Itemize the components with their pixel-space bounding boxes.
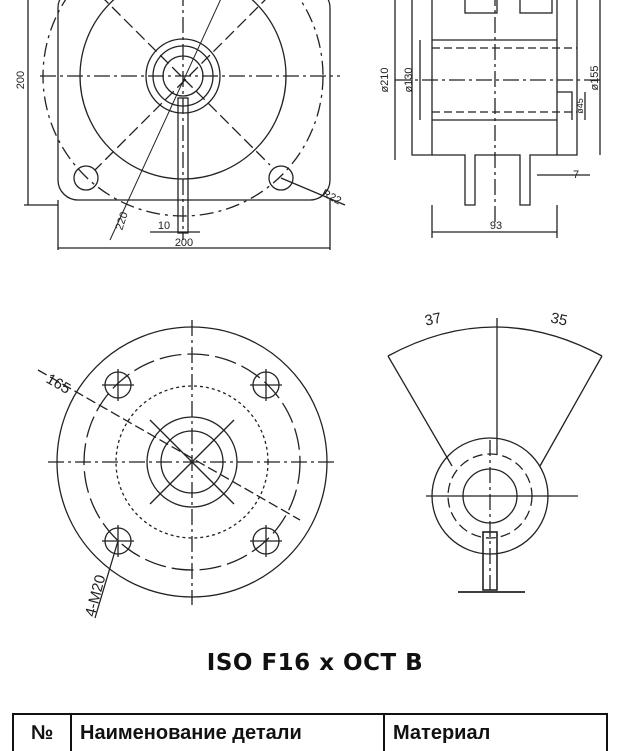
header-part-name: Наименование детали <box>70 713 385 751</box>
dim-side-length: 93 <box>490 220 502 232</box>
technical-drawing: 200 200 220 10 R22 ø210 ø130 ø155 ø45 7 … <box>15 0 603 619</box>
dim-side-hub-dia: ø130 <box>403 67 415 92</box>
dim-flange-bolts: 4-M20 <box>82 573 109 618</box>
dim-side-mid-dia: ø155 <box>589 65 601 90</box>
dim-side-bore-dia: ø45 <box>575 98 585 114</box>
front-bolt-hole-right <box>268 165 294 191</box>
sector-view <box>387 318 603 593</box>
dim-side-outer-dia: ø210 <box>379 67 391 92</box>
parts-table-header-row: № Наименование детали Материал <box>12 713 608 751</box>
front-view <box>24 0 346 250</box>
dim-front-width: 200 <box>175 237 193 249</box>
front-plate-outline <box>57 0 331 201</box>
front-bolt-hole-left <box>73 165 99 191</box>
dim-front-height: 200 <box>15 71 27 89</box>
dim-flange-pitch: 165 <box>43 370 73 397</box>
dim-front-diagonal: 220 <box>114 210 131 231</box>
drawing-caption: ISO F16 x OCT B <box>206 650 424 676</box>
sector-arc <box>387 326 603 357</box>
dim-front-keyway: 10 <box>158 220 170 232</box>
header-number: № <box>12 713 72 751</box>
dim-front-radius: R22 <box>320 187 343 207</box>
dim-sector-right-angle: 35 <box>549 310 569 330</box>
dim-sector-left-angle: 37 <box>423 310 443 330</box>
dim-side-gap: 7 <box>573 169 579 181</box>
header-material: Материал <box>383 713 608 751</box>
side-view <box>394 0 601 238</box>
flange-view <box>37 320 338 619</box>
parts-table: № Наименование детали Материал <box>12 713 608 751</box>
